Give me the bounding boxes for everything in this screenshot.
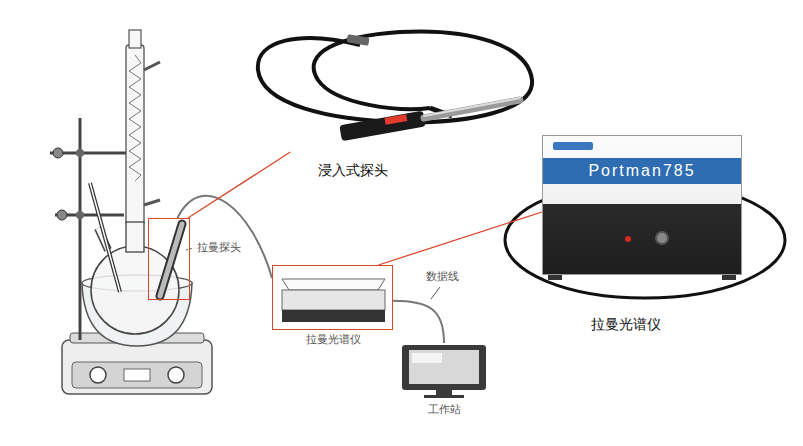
fiber-cable <box>177 196 272 278</box>
leader-line <box>431 287 440 299</box>
hot-plate <box>62 340 212 394</box>
knob <box>168 367 184 383</box>
clamp-joint <box>76 149 84 157</box>
device-foot <box>548 275 562 280</box>
indicator-light <box>625 236 631 242</box>
thermometer <box>90 183 120 292</box>
photo-caption: 拉曼光谱仪 <box>591 316 661 333</box>
display <box>124 369 150 381</box>
raman-probe-shaft <box>160 224 182 296</box>
device-photo: Portman785拉曼光谱仪 <box>542 135 742 275</box>
data-cable <box>393 301 444 343</box>
probe-highlight-box: 拉曼探头 <box>148 218 190 300</box>
spectrometer-top <box>282 279 385 290</box>
probe-rod <box>424 100 520 118</box>
probe-connector <box>346 34 369 46</box>
monitor-screen <box>409 350 479 384</box>
raman-probe <box>160 224 182 296</box>
screen-window <box>412 353 442 363</box>
logo <box>553 142 593 150</box>
clamp-knob <box>57 210 67 220</box>
key-switch <box>655 231 669 245</box>
probe-warning-label <box>384 114 407 125</box>
edge-label: 数据线 <box>424 270 461 283</box>
control-panel <box>72 362 202 388</box>
part-label: 拉曼探头 <box>197 241 241 254</box>
water-outlet <box>144 62 160 70</box>
knob <box>90 367 106 383</box>
spectrometer-box: 拉曼光谱仪 <box>272 265 393 330</box>
monitor-base <box>424 395 464 398</box>
spectrometer-front <box>282 310 385 322</box>
probe-rod-highlight <box>424 98 520 116</box>
water-inlet <box>144 200 160 205</box>
probe-cable <box>258 31 532 122</box>
device-name: Portman785 <box>588 162 695 180</box>
part-label: 工作站 <box>428 403 461 416</box>
clamp-joint <box>76 211 84 219</box>
condenser-top <box>129 30 141 48</box>
device-foot <box>722 275 736 280</box>
callout-line <box>378 212 542 265</box>
workstation-box: 工作站 <box>400 343 488 398</box>
condenser <box>126 45 144 225</box>
probe-photo: 浸入式探头 <box>240 20 545 152</box>
part-label: 拉曼光谱仪 <box>306 333 361 346</box>
monitor-neck <box>436 390 452 395</box>
name-band: Portman785 <box>543 158 741 184</box>
spectrometer-body <box>282 290 385 310</box>
probe-handle <box>339 111 425 142</box>
photo-caption: 浸入式探头 <box>318 162 388 179</box>
flask-neck <box>126 222 144 252</box>
condenser-coil <box>129 55 141 181</box>
callout-line <box>188 152 290 218</box>
clamp-knob <box>53 148 63 158</box>
monitor <box>402 345 486 390</box>
leader-line <box>186 248 194 250</box>
thermometer-glass <box>90 183 120 292</box>
